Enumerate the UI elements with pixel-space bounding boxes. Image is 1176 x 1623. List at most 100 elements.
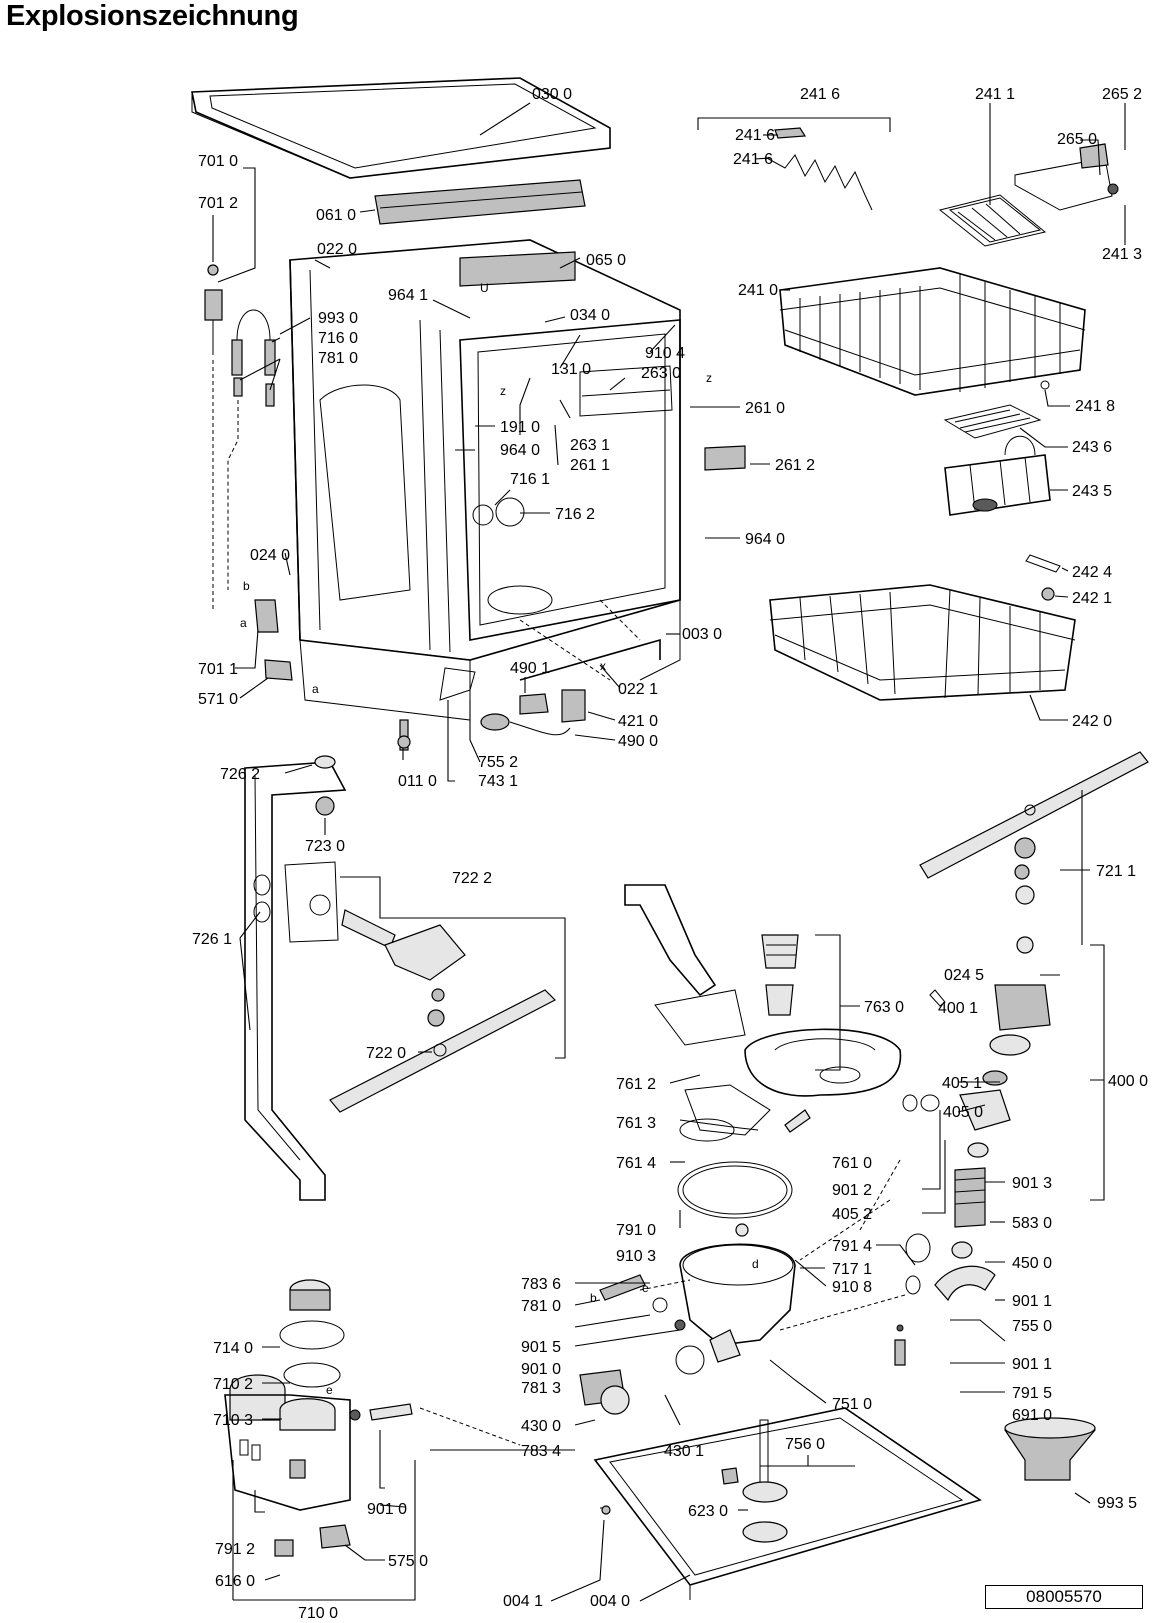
label-691-0: 691 0 [1012,1407,1052,1424]
upper-basket-241-0 [779,267,1086,396]
label-755-2: 755 2 [478,754,518,771]
marker-u: U [480,281,489,295]
label-242-1: 242 1 [1072,590,1112,607]
label-030-0: 030 0 [532,86,572,103]
drain-pipe-761 [624,884,902,1142]
label-065-0: 065 0 [586,252,626,269]
label-710-2: 710 2 [213,1376,253,1393]
label-241-6-top: 241 6 [800,86,840,103]
label-726-1: 726 1 [192,931,232,948]
label-964-0-b: 964 0 [745,531,785,548]
label-022-0: 022 0 [317,241,357,258]
marker-z-2: z [706,371,712,385]
label-241-6-b: 241 6 [733,151,773,168]
heater-450-0 [905,1167,996,1302]
label-405-1: 405 1 [942,1075,982,1092]
label-405-0: 405 0 [943,1104,983,1121]
marker-z-1: z [500,384,506,398]
label-701-2: 701 2 [198,195,238,212]
front-strip-061-0 [374,179,586,225]
label-901-2: 901 2 [832,1182,872,1199]
label-583-0: 583 0 [1012,1215,1052,1232]
worktop-030-0 [191,77,611,179]
label-721-1: 721 1 [1096,863,1136,880]
label-571-0: 571 0 [198,691,238,708]
label-901-3: 901 3 [1012,1175,1052,1192]
label-763-0: 763 0 [864,999,904,1016]
label-783-4: 783 4 [521,1443,561,1460]
label-616-0: 616 0 [215,1573,255,1590]
label-490-1: 490 1 [510,660,550,677]
label-241-1: 241 1 [975,86,1015,103]
label-400-0: 400 0 [1108,1073,1148,1090]
part-labels: 030 0 701 0 701 2 061 0 022 0 065 0 964 … [192,86,1148,1622]
label-993-5: 993 5 [1097,1495,1137,1512]
marker-a-2: a [312,682,319,696]
label-756-0: 756 0 [785,1436,825,1453]
marker-e-1: e [642,1281,649,1295]
label-791-5: 791 5 [1012,1385,1052,1402]
label-964-0-a: 964 0 [500,442,540,459]
label-421-0: 421 0 [618,713,658,730]
small-parts-bottom-center [397,667,586,751]
label-265-0: 265 0 [1057,131,1097,148]
spray-arm-assembly-722 [284,861,557,1113]
label-710-0: 710 0 [298,1605,338,1622]
label-003-0: 003 0 [682,626,722,643]
marker-e-2: e [326,1383,333,1397]
label-241-8: 241 8 [1075,398,1115,415]
label-714-0: 714 0 [213,1340,253,1357]
label-761-0: 761 0 [832,1155,872,1172]
label-716-0: 716 0 [318,330,358,347]
label-761-4: 761 4 [616,1155,656,1172]
lower-basket-242-0 [769,554,1076,701]
marker-d: d [752,1257,759,1271]
cup-rack-241-1 [938,194,1047,247]
label-901-0-a: 901 0 [521,1361,561,1378]
label-783-6: 783 6 [521,1276,561,1293]
label-430-0: 430 0 [521,1418,561,1435]
label-242-4: 242 4 [1072,564,1112,581]
label-261-2: 261 2 [775,457,815,474]
label-726-2: 726 2 [220,766,260,783]
label-710-3: 710 3 [213,1412,253,1429]
label-405-2: 405 2 [832,1206,872,1223]
label-263-1: 263 1 [570,437,610,454]
label-242-0: 242 0 [1072,713,1112,730]
label-131-0: 131 0 [551,361,591,378]
label-791-0: 791 0 [616,1222,656,1239]
label-910-8: 910 8 [832,1279,872,1296]
riser-pipe-726-1 [244,755,347,1201]
label-701-1: 701 1 [198,661,238,678]
label-901-5: 901 5 [521,1339,561,1356]
label-265-2: 265 2 [1102,86,1142,103]
label-716-2: 716 2 [555,506,595,523]
cutlery-basket-243 [943,404,1051,516]
label-575-0: 575 0 [388,1553,428,1570]
document-number: 08005570 [985,1585,1143,1609]
label-781-3: 781 3 [521,1380,561,1397]
label-490-0: 490 0 [618,733,658,750]
label-717-1: 717 1 [832,1261,872,1278]
label-263-0: 263 0 [641,365,681,382]
pump-400-0 [902,936,1051,1158]
marker-a-1: a [240,616,247,630]
label-755-0: 755 0 [1012,1318,1052,1335]
label-241-0: 241 0 [738,282,778,299]
label-701-0: 701 0 [198,153,238,170]
funnel-993-5 [1004,1417,1096,1481]
sump-751-0 [579,1161,906,1415]
label-910-3: 910 3 [616,1248,656,1265]
cabinet-body [289,239,746,721]
label-430-1: 430 1 [664,1443,704,1460]
label-743-1: 743 1 [478,773,518,790]
label-004-0: 004 0 [590,1593,630,1610]
base-tray-004-0 [593,1407,982,1600]
label-722-0: 722 0 [366,1045,406,1062]
label-716-1: 716 1 [510,471,550,488]
label-723-0: 723 0 [305,838,345,855]
label-964-1: 964 1 [388,287,428,304]
label-993-0: 993 0 [318,310,358,327]
label-011-0: 011 0 [398,773,437,790]
